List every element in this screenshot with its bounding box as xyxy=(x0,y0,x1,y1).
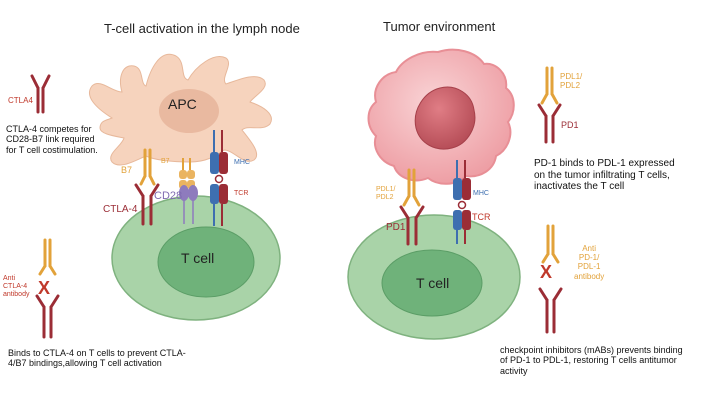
t-cell-left-nucleus xyxy=(157,226,255,298)
anti-pd1-antibody-icon xyxy=(541,224,560,264)
apc-label: APC xyxy=(168,96,197,112)
anti-pd1-label: Anti PD-1/ PDL-1 antibody xyxy=(574,244,605,281)
b7-ligand-middle xyxy=(179,158,195,189)
b7-label-left: B7 xyxy=(121,165,133,175)
mhc-label-right: MHC xyxy=(473,190,489,197)
tumor-nucleus xyxy=(414,86,476,150)
apc-nucleus xyxy=(159,89,219,133)
mhc-label-left: MHC xyxy=(234,159,250,166)
cd28-receptor xyxy=(179,185,198,224)
b7-ligand-left xyxy=(139,148,156,186)
b7-label-middle: B7 xyxy=(161,158,170,165)
ctla4-receptor xyxy=(134,183,160,226)
left-title: T-cell activation in the lymph node xyxy=(104,21,300,36)
blocked-x-right-icon: X xyxy=(540,262,553,282)
pd1-legend-label: PD1 xyxy=(561,120,579,130)
checkpoint-note: checkpoint inhibitors (mABs) prevents bi… xyxy=(500,345,683,376)
ctla4-note: CTLA-4 competes for CD28-B7 link require… xyxy=(6,124,98,155)
mhc-tcr-complex-right xyxy=(453,160,471,244)
mhc-tcr-complex-left xyxy=(210,130,228,226)
ctla4-label: CTLA-4 xyxy=(103,204,138,215)
tcr-label-left: TCR xyxy=(234,190,249,197)
anti-ctla4-antibody-icon xyxy=(38,238,57,276)
pd1-label: PD1 xyxy=(386,222,406,233)
pdl1-legend-label: PDL1/ PDL2 xyxy=(560,72,583,91)
pd1-note: PD-1 binds to PDL-1 expressed on the tum… xyxy=(534,158,675,192)
right-title: Tumor environment xyxy=(383,19,496,34)
pdl1-ligand-tumor xyxy=(402,168,421,207)
pd1-legend-receptor-icon xyxy=(537,103,562,144)
t-cell-left-label: T cell xyxy=(181,250,215,266)
t-cell-right-nucleus xyxy=(381,249,483,317)
ctla4-legend-receptor-icon xyxy=(30,74,51,114)
anti-ctla4-label: Anti CTLA-4 antibody xyxy=(3,275,30,299)
ctla4-legend-label: CTLA4 xyxy=(8,96,33,105)
pd1-receptor xyxy=(399,205,425,246)
cd28-label: CD28 xyxy=(154,190,183,202)
pdl1-label-tumor: PDL1/ PDL2 xyxy=(376,186,396,202)
tcr-label-right: TCR xyxy=(472,212,491,222)
antibody-note-left: Binds to CTLA-4 on T cells to prevent CT… xyxy=(8,348,186,369)
t-cell-right-label: T cell xyxy=(416,275,450,291)
blocked-pd1-receptor-icon xyxy=(538,287,563,334)
blocked-x-left-icon: X xyxy=(38,278,51,298)
blocked-ctla4-receptor-icon xyxy=(35,294,60,339)
pdl1-legend-ligand-icon xyxy=(540,66,559,105)
